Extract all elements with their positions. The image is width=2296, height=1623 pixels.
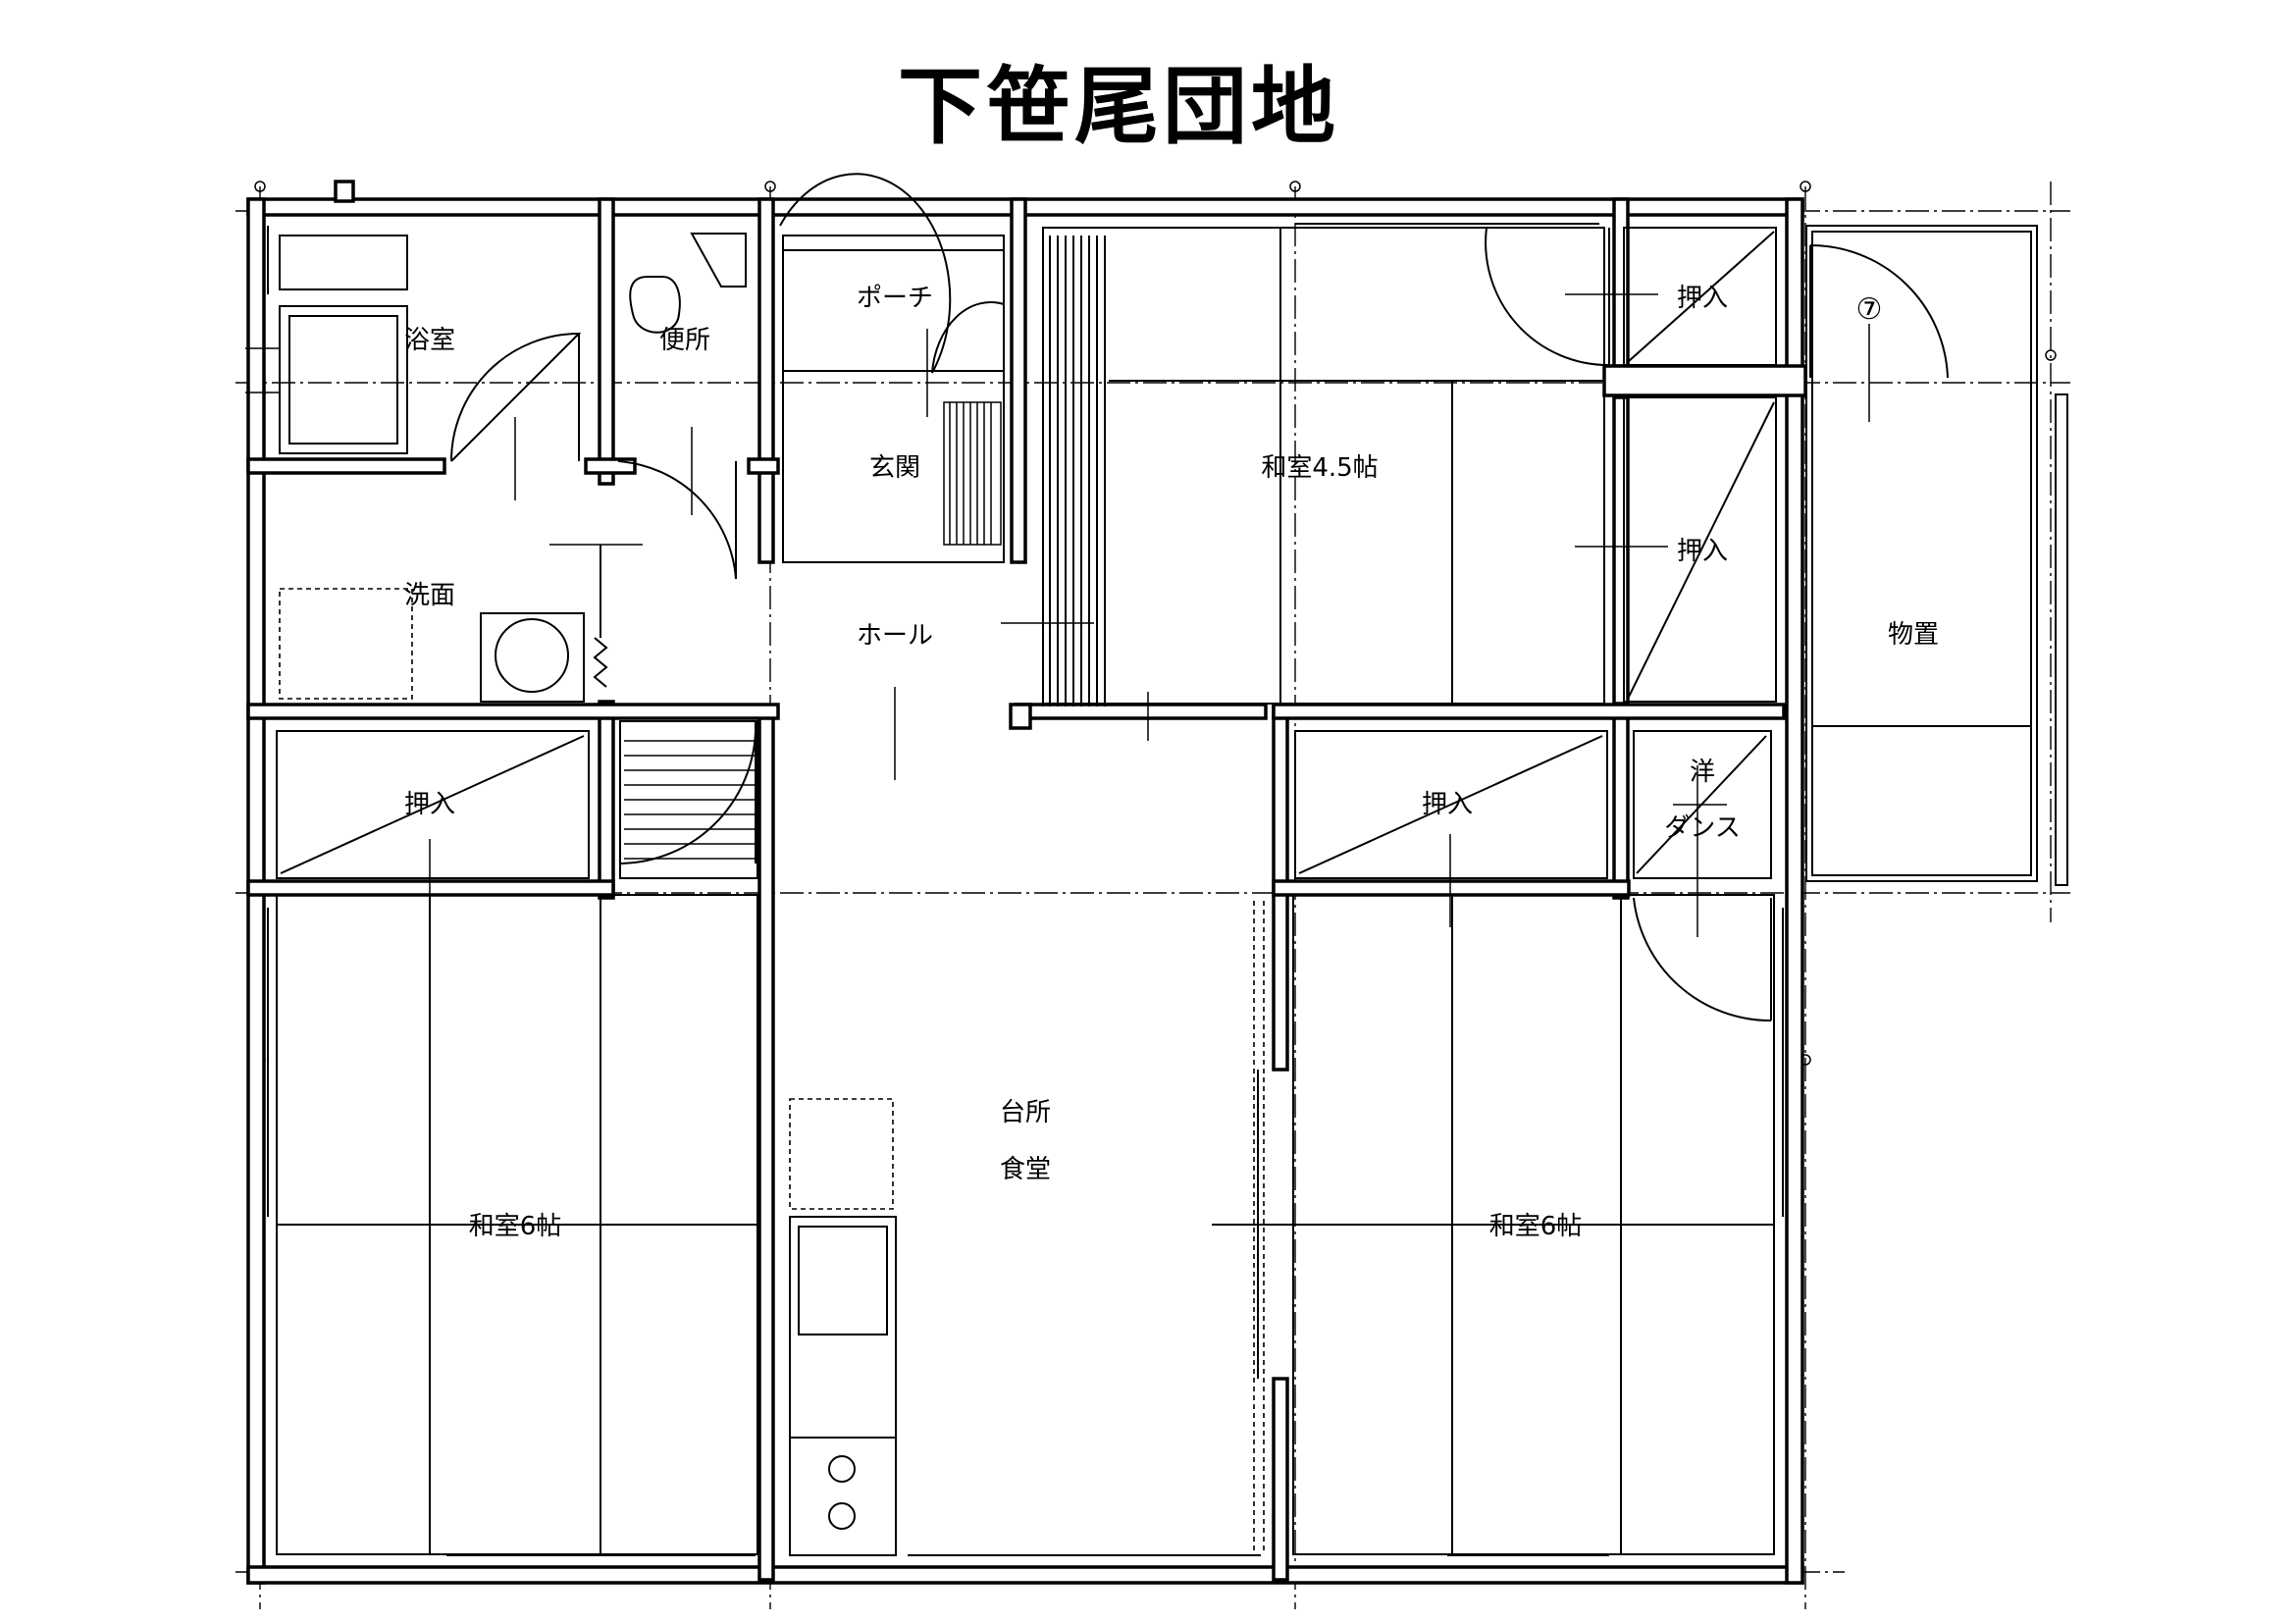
room-label-wardrobe-line1: 洋 bbox=[1690, 758, 1715, 787]
room-label-entrance: 玄関 bbox=[869, 453, 920, 483]
walls bbox=[246, 180, 2068, 1585]
room-label-japanese-6-left: 和室6帖 bbox=[469, 1212, 562, 1241]
doors bbox=[450, 173, 1949, 1022]
room-label-wardrobe-line2: ダンス bbox=[1664, 813, 1740, 843]
staircase bbox=[619, 720, 758, 879]
room-label-oshiire-mid-right: 押入 bbox=[1677, 537, 1728, 566]
room-label-japanese-45: 和室4.5帖 bbox=[1261, 453, 1378, 483]
room-label-japanese-6-right: 和室6帖 bbox=[1489, 1212, 1583, 1241]
room-label-toilet: 便所 bbox=[659, 326, 710, 355]
room-label-oshiire-center: 押入 bbox=[1422, 790, 1473, 819]
room-label-washroom: 洗面 bbox=[404, 581, 455, 610]
room-label-hall: ホール bbox=[857, 621, 933, 651]
storage-number: ⑦ bbox=[1856, 292, 1883, 327]
room-label-bath: 浴室 bbox=[404, 326, 455, 355]
room-label-kitchen-line2: 食堂 bbox=[1000, 1155, 1051, 1184]
page-title: 下笹尾団地 bbox=[898, 58, 1339, 156]
toilet-fixture bbox=[629, 233, 747, 334]
kitchen-counter bbox=[789, 1098, 897, 1556]
room-label-storage: 物置 bbox=[1888, 620, 1939, 650]
entrance-area bbox=[782, 235, 1106, 730]
reference-marks bbox=[429, 293, 1870, 937]
room-outlines bbox=[276, 227, 2031, 1555]
room-label-porch: ポーチ bbox=[857, 284, 933, 313]
washroom-fixtures bbox=[279, 545, 608, 703]
room-label-kitchen-line1: 台所 bbox=[1000, 1098, 1051, 1127]
bathtub-fixture bbox=[245, 235, 408, 454]
room-label-oshiire-left: 押入 bbox=[404, 790, 455, 819]
room-label-oshiire-top-right: 押入 bbox=[1677, 284, 1728, 313]
